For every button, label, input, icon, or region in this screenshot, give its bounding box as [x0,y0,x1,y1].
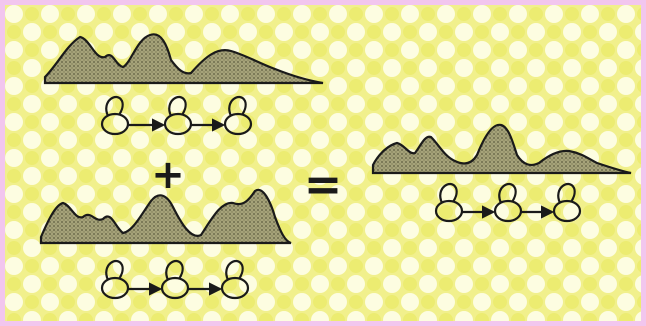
self-loop [557,182,576,204]
result-hmm [371,123,632,223]
self-loop [105,259,124,281]
input-hmm-top [43,33,324,136]
state-chain-bottom [100,259,250,300]
self-loop [105,95,124,117]
equals-symbol: = [304,157,343,211]
equals-operator: = [304,157,343,211]
self-loop [165,259,184,281]
state-chain-result [434,182,582,223]
self-loop [498,182,517,204]
emission-profile-result [371,123,632,175]
hmm-sum-diagram: + = [5,5,641,321]
self-loop [228,95,247,117]
diagram-panel: + = [5,5,641,321]
self-loop [225,259,244,281]
self-loop [439,182,458,204]
state-chain-top [100,95,253,136]
emission-profile-top [43,33,324,85]
plus-operator: + [151,152,185,198]
emission-profile-bottom [39,188,292,245]
self-loop [168,95,187,117]
input-hmm-bottom [39,188,292,300]
